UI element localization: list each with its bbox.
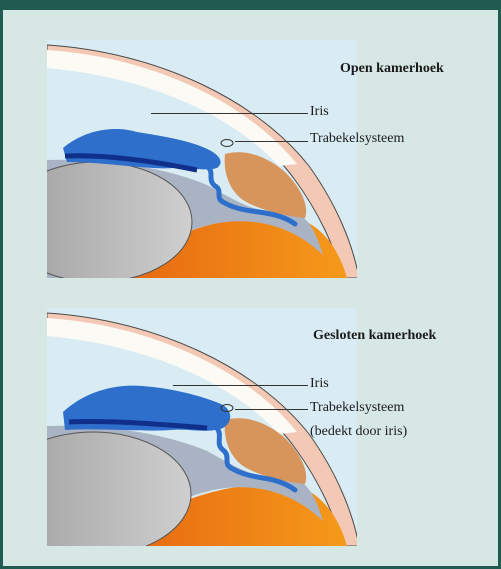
open-iris-label: Iris bbox=[310, 104, 329, 120]
closed-trabecular-leader bbox=[235, 409, 308, 410]
open-angle-illustration bbox=[47, 40, 357, 278]
open-angle-heading: Open kamerhoek bbox=[340, 61, 444, 77]
closed-trabecular-note: (bedekt door iris) bbox=[310, 424, 407, 440]
closed-angle-heading: Gesloten kamerhoek bbox=[313, 328, 436, 344]
closed-iris-leader bbox=[173, 385, 308, 386]
closed-trabecular-label: Trabekelsysteem bbox=[310, 400, 404, 416]
closed-iris-label: Iris bbox=[310, 376, 329, 392]
open-trabecular-label: Trabekelsysteem bbox=[310, 131, 404, 147]
open-trabecular-leader bbox=[235, 141, 308, 142]
open-iris-leader bbox=[151, 113, 308, 114]
open-angle-diagram bbox=[47, 40, 357, 278]
